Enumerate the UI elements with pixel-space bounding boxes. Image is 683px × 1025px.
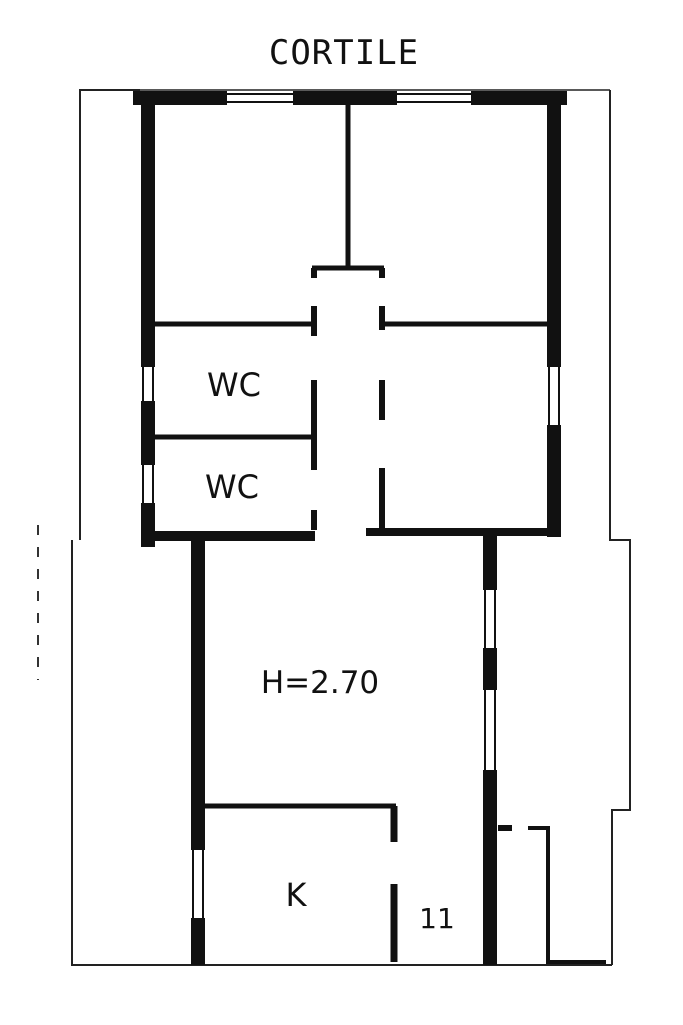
plan-title: CORTILE: [269, 33, 419, 73]
room-label-kitchen: K: [286, 876, 308, 914]
room-label-wc-lower: WC: [205, 468, 259, 506]
room-label-wc-upper: WC: [207, 366, 261, 404]
interior-walls-upper: [155, 104, 548, 530]
exterior-walls: [133, 91, 567, 547]
walls-lower: [191, 532, 606, 965]
ceiling-height-note: H=2.70: [261, 665, 379, 701]
unit-number: 11: [419, 902, 455, 935]
building-outline: [71, 89, 631, 966]
